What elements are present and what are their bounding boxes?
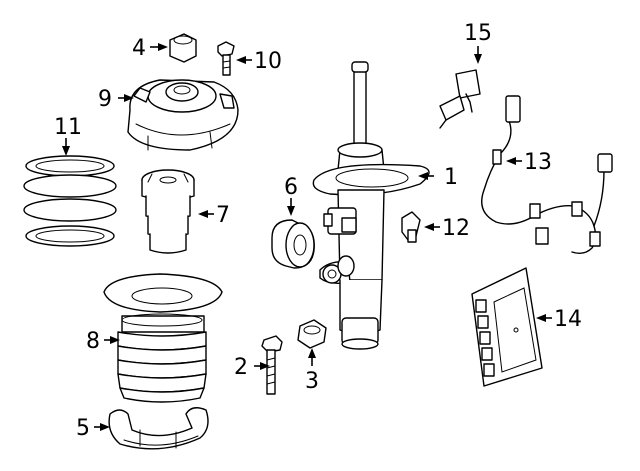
part-sensor — [439, 69, 481, 129]
part-clip — [401, 211, 421, 243]
part-spring-pad — [108, 407, 209, 450]
callout-leaders — [62, 43, 552, 431]
part-top-nut — [169, 33, 197, 63]
callout-15: 15 — [464, 21, 492, 46]
callout-9: 9 — [98, 87, 112, 112]
part-strut-mount — [127, 79, 239, 151]
callout-8: 8 — [86, 329, 100, 354]
part-shock-absorber — [312, 61, 430, 350]
part-wire-harness — [481, 95, 613, 255]
callout-3: 3 — [305, 369, 319, 394]
callout-6: 6 — [284, 175, 298, 200]
callout-11: 11 — [54, 115, 82, 140]
part-damper — [271, 219, 315, 269]
callout-13: 13 — [524, 150, 552, 175]
part-small-bolt — [217, 41, 235, 76]
part-nut — [297, 319, 327, 349]
part-coil-spring — [23, 155, 117, 247]
part-bolt — [261, 335, 283, 395]
callout-1: 1 — [444, 165, 458, 190]
part-control-module — [471, 267, 543, 387]
callout-12: 12 — [442, 216, 470, 241]
part-dust-boot — [103, 273, 223, 403]
callout-2: 2 — [234, 355, 248, 380]
part-bump-stop — [141, 169, 195, 254]
callout-7: 7 — [216, 203, 230, 228]
callout-10: 10 — [254, 49, 282, 74]
callout-5: 5 — [76, 416, 90, 441]
callout-labels: 1 2 3 4 5 6 7 8 9 10 11 12 13 14 15 — [54, 21, 582, 441]
callout-4: 4 — [132, 36, 146, 61]
callout-14: 14 — [554, 307, 582, 332]
